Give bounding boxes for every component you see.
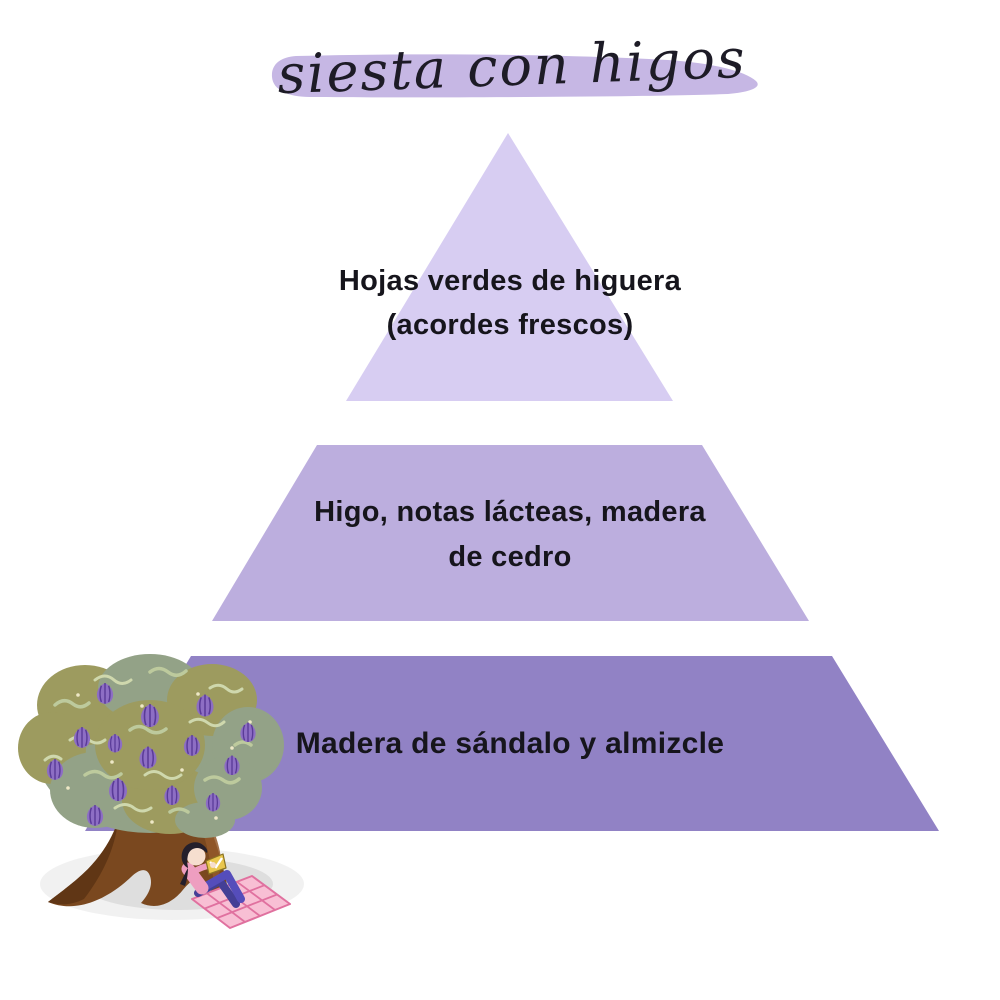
- book: [205, 853, 227, 875]
- tier-middle-label-line1: Higo, notas lácteas, madera: [314, 496, 706, 528]
- tier-top-label: Hojas verdes de higuera (acordes frescos…: [310, 259, 710, 347]
- person-head: [186, 846, 206, 866]
- person-resting: [180, 842, 245, 908]
- tier-base-label: Madera de sándalo y almizcle: [230, 724, 790, 764]
- pyramid-tier-top-shape: [346, 133, 673, 401]
- sparkle-dots: [66, 692, 252, 824]
- person-hair: [180, 842, 208, 886]
- fig-tree-illustration: [18, 654, 304, 929]
- pyramid-tier-middle-shape: [212, 445, 809, 621]
- leaf-vein-squiggles: [43, 666, 253, 814]
- tier-top-label-line1: Hojas verdes de higuera: [338, 265, 682, 297]
- title-highlight-stroke: [271, 54, 758, 98]
- tier-top-label-line2: (acordes frescos): [386, 309, 634, 341]
- tier-middle-label: Higo, notas lácteas, madera de cedro: [250, 490, 770, 580]
- tier-base-label-line1: Madera de sándalo y almizcle: [295, 727, 725, 760]
- tier-middle-label-line2: de cedro: [448, 541, 572, 573]
- pyramid-tier-base-shape: [85, 656, 939, 831]
- tree-canopy: [18, 654, 284, 838]
